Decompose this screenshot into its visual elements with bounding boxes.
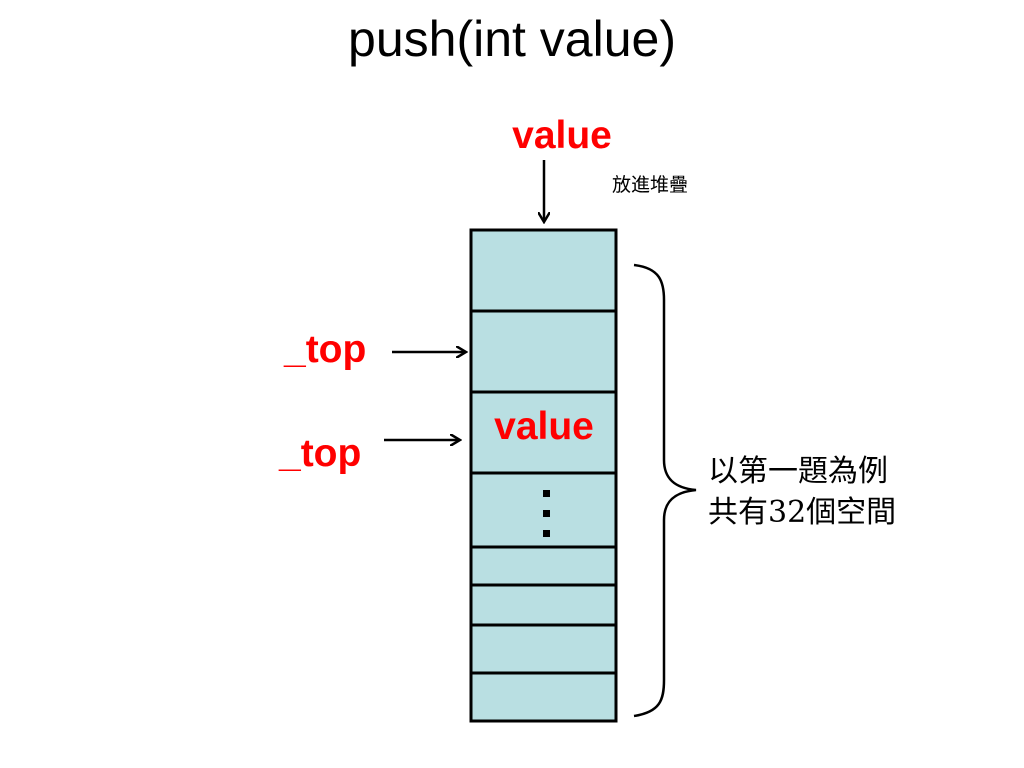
capacity-note-line-2: 共有32個空間 [708,494,897,530]
ellipsis-dot [543,490,550,497]
stored-value-label: value [494,405,594,448]
stack-cell [469,583,618,627]
ellipsis-dot [543,510,550,517]
ellipsis-dots [543,490,550,537]
top-pointer-label-after: _top [279,432,362,475]
stack-cell [469,390,618,475]
stack-cell [469,309,618,394]
capacity-note: 以第一題為例 共有32個空間 [708,452,896,533]
incoming-value-label: value [512,114,612,157]
slide-title: push(int value) [348,11,676,67]
top-pointer-label-before: _top [284,328,367,371]
stack-cell [469,545,618,587]
stack-cell [469,623,618,675]
stack-cell [469,671,618,723]
capacity-note-line-1: 以第一題為例 [708,454,888,489]
stack [469,228,618,723]
capacity-brace [633,263,697,718]
stack-cell [469,228,618,313]
push-note: 放進堆疊 [612,174,689,196]
ellipsis-dot [543,530,550,537]
